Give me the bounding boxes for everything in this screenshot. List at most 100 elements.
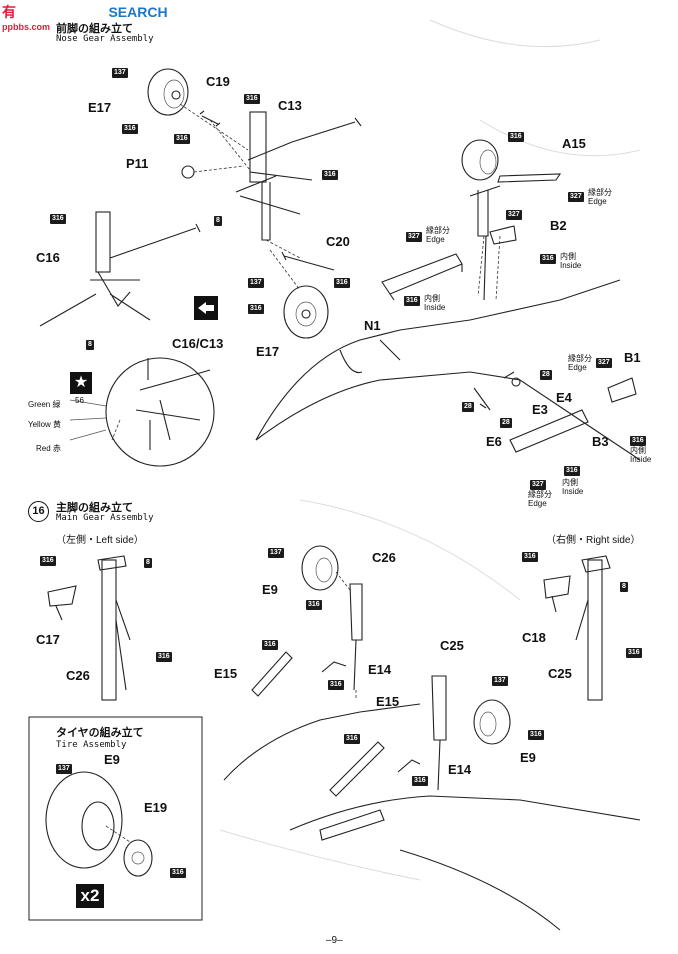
part-label-c26-center: C26 — [372, 550, 396, 565]
part-label-p11: P11 — [126, 156, 149, 171]
part-label-c26-left: C26 — [66, 668, 90, 683]
color-badge-316: 316 — [170, 868, 186, 878]
color-badge-316: 316 — [156, 652, 172, 662]
color-badge-316: 316 — [344, 734, 360, 744]
part-label-c16c13: C16/C13 — [172, 336, 224, 351]
color-badge-316: 316 — [334, 278, 350, 288]
color-badge-137: 137 — [268, 548, 284, 558]
color-badge-316: 316 — [508, 132, 524, 142]
color-badge-316: 316 — [248, 304, 264, 314]
paint-number: 56 — [75, 396, 84, 405]
step15-title-jp: 前脚の組み立て — [56, 22, 133, 35]
part-label-e9-tire: E9 — [104, 752, 120, 767]
quantity-multiplier: x2 — [76, 884, 104, 908]
color-badge-316: 316 — [174, 134, 190, 144]
step16-number: 16 — [28, 501, 49, 522]
part-label-b2: B2 — [550, 218, 567, 233]
color-badge-316: 316 — [522, 552, 538, 562]
color-badge-316: 316 — [306, 600, 322, 610]
part-label-e15-bottom: E15 — [376, 694, 400, 709]
color-badge-327: 327 — [506, 210, 522, 220]
color-badge-316: 316 — [626, 648, 642, 658]
color-badge-137: 137 — [112, 68, 128, 78]
part-label-c13: C13 — [278, 98, 302, 113]
part-label-e3: E3 — [532, 402, 548, 417]
part-label-e19: E19 — [144, 800, 168, 815]
step16-title-jp: 主脚の組み立て — [56, 501, 133, 514]
watermark-title: SEARCH — [108, 4, 168, 20]
color-badge-316: 316 — [322, 170, 338, 180]
tire-assembly-title-jp: タイヤの組み立て — [56, 726, 144, 739]
color-badge-8: 8 — [214, 216, 222, 226]
color-badge-316: 316 — [412, 776, 428, 786]
color-badge-28: 28 — [500, 418, 512, 428]
part-label-b1: B1 — [624, 350, 641, 365]
color-badge-316: 316 — [40, 556, 56, 566]
part-label-e9-top: E9 — [262, 582, 278, 597]
color-badge-327: 327 — [596, 358, 612, 368]
part-label-c19: C19 — [206, 74, 230, 89]
color-red: Red 赤 — [36, 444, 61, 453]
color-badge-8: 8 — [620, 582, 628, 592]
color-badge-327: 327 — [406, 232, 422, 242]
color-badge-316: 316 — [528, 730, 544, 740]
part-label-c17: C17 — [36, 632, 60, 647]
part-label-c25-right: C25 — [548, 666, 572, 681]
right-side-label: （右側・Right side） — [546, 535, 641, 546]
color-green: Green 緑 — [28, 400, 61, 409]
paint-star-icon: ★ — [70, 372, 92, 394]
color-badge-327: 327 — [530, 480, 546, 490]
color-badge-316: 316 — [50, 214, 66, 224]
color-badge-316: 316 — [540, 254, 556, 264]
part-label-e17-top: E17 — [88, 100, 112, 115]
color-badge-316: 316 — [404, 296, 420, 306]
color-badge-137: 137 — [492, 676, 508, 686]
part-label-e17-bottom: E17 — [256, 344, 280, 359]
color-badge-327: 327 — [568, 192, 584, 202]
color-badge-8: 8 — [86, 340, 94, 350]
part-label-n1: N1 — [364, 318, 381, 333]
part-label-c20: C20 — [326, 234, 350, 249]
part-label-e6: E6 — [486, 434, 502, 449]
watermark-logo: 有 — [2, 4, 16, 20]
part-label-c16: C16 — [36, 250, 60, 265]
color-badge-316: 316 — [328, 680, 344, 690]
color-yellow: Yellow 黄 — [28, 420, 62, 429]
color-badge-8: 8 — [144, 558, 152, 568]
color-badge-28: 28 — [540, 370, 552, 380]
left-side-label: （左側・Left side） — [56, 535, 144, 546]
page-number: –9– — [326, 935, 343, 946]
nose-wheel-top — [147, 68, 189, 116]
color-badge-28: 28 — [462, 402, 474, 412]
part-label-e9-bottom: E9 — [520, 750, 536, 765]
color-badge-316: 316 — [564, 466, 580, 476]
tire-assembly-title-en: Tire Assembly — [56, 740, 127, 750]
part-label-c18: C18 — [522, 630, 546, 645]
part-label-c25-center: C25 — [440, 638, 464, 653]
watermark-url: ppbbs.com — [2, 22, 51, 32]
part-label-e15-top: E15 — [214, 666, 238, 681]
color-badge-316: 316 — [630, 436, 646, 446]
step16-title-en: Main Gear Assembly — [56, 513, 154, 523]
color-badge-137: 137 — [248, 278, 264, 288]
part-label-b3: B3 — [592, 434, 609, 449]
step15-title-en: Nose Gear Assembly — [56, 34, 154, 44]
part-label-a15: A15 — [562, 136, 586, 151]
watermark: 有 SEARCH — [2, 2, 168, 22]
color-badge-137: 137 — [56, 764, 72, 774]
part-label-e14-bottom: E14 — [448, 762, 472, 777]
color-badge-316: 316 — [122, 124, 138, 134]
part-label-e4: E4 — [556, 390, 572, 405]
color-badge-316: 316 — [262, 640, 278, 650]
part-label-e14-top: E14 — [368, 662, 392, 677]
color-badge-316: 316 — [244, 94, 260, 104]
